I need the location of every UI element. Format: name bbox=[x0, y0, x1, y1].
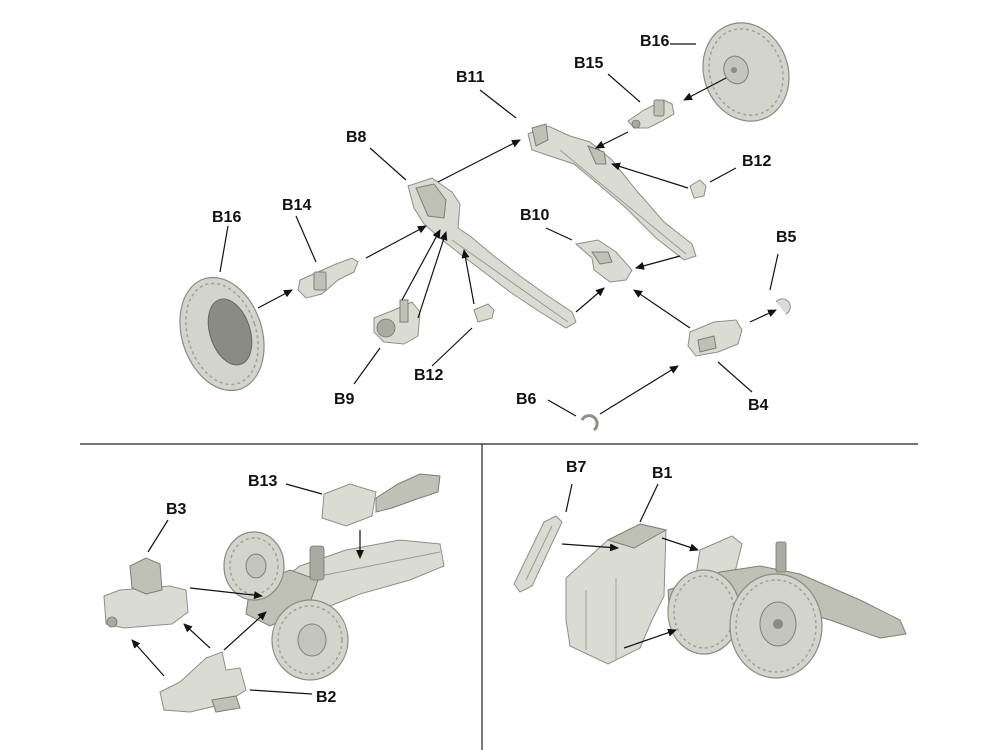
arrow-b12-to-b8 bbox=[461, 249, 475, 305]
arrow-b6-to-b4 bbox=[599, 365, 679, 415]
arrow-b2-to-carriage bbox=[223, 611, 267, 651]
part-b3 bbox=[103, 557, 189, 629]
label-b14: B14 bbox=[282, 197, 311, 214]
part-b9 bbox=[373, 299, 421, 345]
leader-b16-left bbox=[219, 225, 229, 273]
part-b13 bbox=[321, 473, 441, 527]
leader-b13 bbox=[285, 483, 323, 495]
leader-b8 bbox=[369, 147, 407, 181]
label-b4: B4 bbox=[748, 397, 769, 414]
part-b14 bbox=[297, 257, 359, 299]
label-b15: B15 bbox=[574, 55, 603, 72]
arrow-b8-to-b10 bbox=[575, 287, 605, 313]
part-b12-bottom bbox=[473, 303, 495, 323]
leader-b15 bbox=[607, 73, 641, 103]
label-b7: B7 bbox=[566, 459, 587, 476]
arrow-b2-to-b3-a bbox=[131, 639, 165, 677]
bottom-right-leaders bbox=[561, 483, 699, 649]
label-b6: B6 bbox=[516, 391, 537, 408]
leader-b1 bbox=[639, 483, 659, 523]
label-b11: B11 bbox=[456, 69, 485, 86]
arrow-b9-to-b8-b bbox=[417, 231, 448, 319]
part-b4 bbox=[687, 319, 743, 357]
label-b1: B1 bbox=[652, 465, 673, 482]
leader-b5 bbox=[769, 253, 779, 291]
arrow-b16-to-b14 bbox=[257, 289, 293, 309]
arrow-b8-to-b11 bbox=[437, 139, 521, 183]
part-b2 bbox=[159, 651, 247, 713]
label-b10: B10 bbox=[520, 207, 549, 224]
arrow-b3-to-carriage bbox=[189, 587, 263, 600]
arrow-b9-to-b8-a bbox=[401, 229, 441, 301]
label-b3: B3 bbox=[166, 501, 187, 518]
leader-b12-top bbox=[709, 167, 737, 183]
label-b5: B5 bbox=[776, 229, 797, 246]
part-b12-top bbox=[689, 179, 707, 199]
leader-b7 bbox=[565, 483, 573, 513]
arrow-b11-to-b10 bbox=[635, 255, 681, 270]
gun-assembly-right bbox=[667, 535, 907, 679]
leader-b9 bbox=[353, 347, 381, 385]
arrow-b16-to-b15 bbox=[683, 77, 727, 101]
wheel-b16-left bbox=[179, 276, 265, 392]
arrow-b14-to-b8 bbox=[365, 225, 427, 259]
bottom-left-leaders bbox=[131, 483, 364, 695]
label-b2: B2 bbox=[316, 689, 337, 706]
part-b6 bbox=[580, 414, 599, 432]
wheel-b16-top bbox=[702, 22, 790, 122]
label-b8: B8 bbox=[346, 129, 367, 146]
leader-b6 bbox=[547, 399, 577, 417]
arrow-b7-to-b1 bbox=[561, 543, 619, 552]
part-b8 bbox=[407, 177, 577, 329]
label-b9: B9 bbox=[334, 391, 355, 408]
part-b7 bbox=[513, 515, 563, 593]
label-b16-left: B16 bbox=[212, 209, 241, 226]
top-leaders bbox=[219, 43, 779, 417]
part-b10 bbox=[574, 239, 633, 283]
leader-b3 bbox=[147, 519, 169, 553]
label-b12-bottom: B12 bbox=[414, 367, 443, 384]
label-b13: B13 bbox=[248, 473, 277, 490]
leader-b11 bbox=[479, 89, 517, 119]
arrow-b5-to-b4 bbox=[749, 309, 777, 323]
arrow-b12-to-b11 bbox=[611, 162, 689, 189]
carriage-assembly-left bbox=[223, 531, 445, 681]
arrow-b2-to-b3-b bbox=[183, 623, 211, 649]
part-b11 bbox=[527, 123, 697, 261]
label-b12-top: B12 bbox=[742, 153, 771, 170]
leader-b2 bbox=[249, 689, 313, 695]
leader-b14 bbox=[295, 215, 317, 263]
arrow-b1-to-gun bbox=[661, 537, 699, 552]
leader-b10 bbox=[545, 227, 573, 241]
part-b1 bbox=[565, 523, 668, 665]
part-labels: B16 B15 B11 B8 B12 B10 B14 B16 B5 B12 B9… bbox=[166, 33, 797, 706]
arrow-b1-to-gun-lower bbox=[623, 628, 677, 649]
label-b16-top: B16 bbox=[640, 33, 669, 50]
leader-b4 bbox=[717, 361, 753, 393]
part-b5 bbox=[775, 298, 791, 315]
arrow-b15-to-b11 bbox=[595, 131, 629, 149]
part-b15 bbox=[627, 99, 675, 129]
leader-b12-bottom bbox=[431, 327, 473, 367]
arrow-b4-to-b10 bbox=[633, 289, 691, 329]
